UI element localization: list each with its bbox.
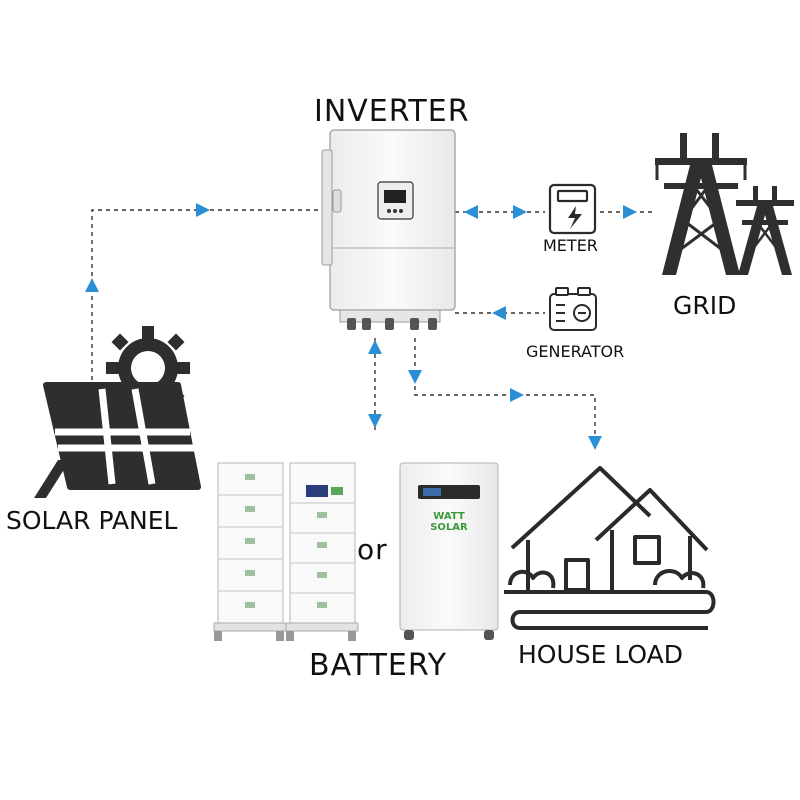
battery-cabinet: WATT SOLAR [399, 462, 499, 640]
arrow-down-house-1 [408, 370, 422, 384]
or-label: or [357, 533, 388, 566]
battery-brand-line1: WATT [433, 511, 465, 522]
grid-label: GRID [673, 291, 737, 320]
arrow-right-solar [196, 203, 210, 217]
meter-icon [548, 183, 597, 235]
inverter-label: INVERTER [314, 94, 470, 129]
arrow-right-house [510, 388, 524, 402]
battery-brand-line2: SOLAR [430, 522, 468, 533]
battery-label: BATTERY [309, 648, 448, 683]
solar-panel-icon [34, 326, 201, 498]
generator-icon [549, 287, 597, 331]
solar-panel-label: SOLAR PANEL [6, 506, 178, 535]
modular-battery-stack [213, 462, 359, 641]
arrow-left-grid [464, 205, 478, 219]
inverter-device [321, 129, 456, 330]
arrow-down-battery [368, 414, 382, 428]
battery-column-right [285, 462, 359, 641]
arrow-up-battery [368, 340, 382, 354]
flow-arrows [85, 203, 637, 450]
arrow-up-solar [85, 278, 99, 292]
arrow-down-house-2 [588, 436, 602, 450]
arrow-left-generator [492, 306, 506, 320]
arrow-right-grid-1 [513, 205, 527, 219]
inverter-to-house-line [414, 338, 596, 448]
generator-label: GENERATOR [526, 342, 625, 361]
meter-label: METER [543, 236, 598, 255]
house-load-label: HOUSE LOAD [518, 640, 684, 669]
grid-tower-icon [655, 133, 794, 275]
house-icon [504, 466, 716, 630]
solar-to-inverter-line [91, 209, 322, 380]
battery-column-left [213, 462, 287, 641]
arrow-right-grid-2 [623, 205, 637, 219]
